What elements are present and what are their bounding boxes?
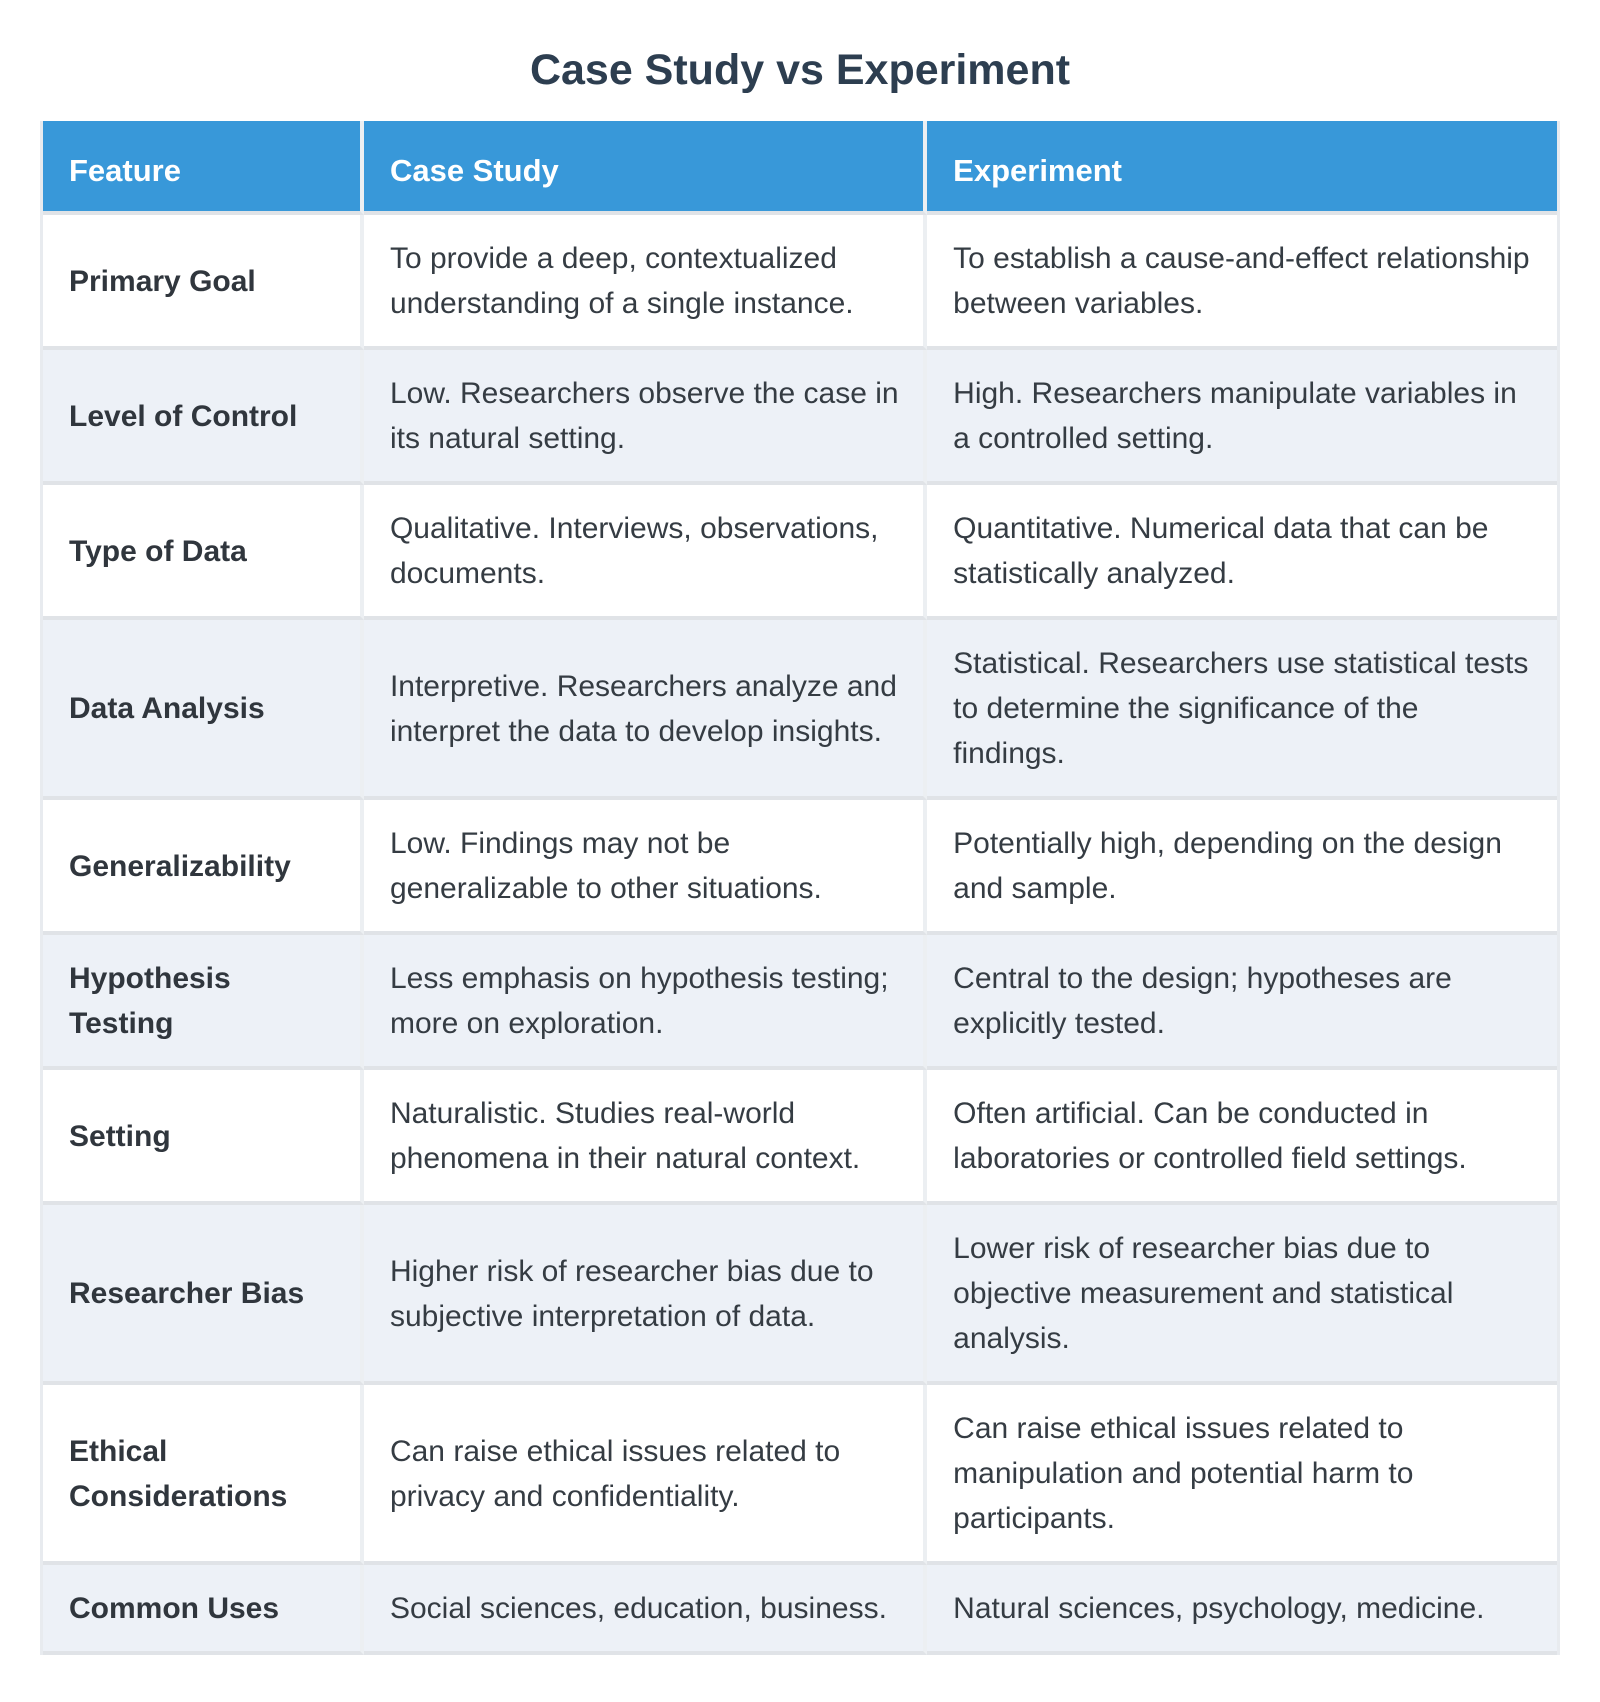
header-cell-feature: Feature [43,121,364,215]
case-study-cell: Naturalistic. Studies real-world phenome… [363,1070,928,1205]
comparison-table-container: Feature Case Study Experiment Primary Go… [40,121,1560,1655]
table-header: Feature Case Study Experiment [43,121,1557,215]
table-row: Level of Control Low. Researchers observ… [43,350,1557,485]
experiment-cell: To establish a cause-and-effect relation… [927,215,1557,350]
table-row: Researcher Bias Higher risk of researche… [43,1205,1557,1385]
case-study-cell: Qualitative. Interviews, observations, d… [363,485,928,620]
experiment-cell: Lower risk of researcher bias due to obj… [927,1205,1557,1385]
page-title: Case Study vs Experiment [529,46,1071,94]
comparison-table: Feature Case Study Experiment Primary Go… [40,121,1560,1655]
table-row: Generalizability Low. Findings may not b… [43,800,1557,935]
case-study-cell: Low. Findings may not be generalizable t… [363,800,928,935]
feature-cell: Level of Control [43,350,364,485]
table-row: Data Analysis Interpretive. Researchers … [43,620,1557,800]
table-body: Primary Goal To provide a deep, contextu… [43,215,1557,1655]
feature-cell: Setting [43,1070,364,1205]
case-study-cell: Can raise ethical issues related to priv… [363,1385,928,1565]
feature-cell: Hypothesis Testing [43,935,364,1070]
header-row: Feature Case Study Experiment [43,121,1557,215]
experiment-cell: Can raise ethical issues related to mani… [927,1385,1557,1565]
table-row: Type of Data Qualitative. Interviews, ob… [43,485,1557,620]
experiment-cell: Often artificial. Can be conducted in la… [927,1070,1557,1205]
experiment-cell: High. Researchers manipulate variables i… [927,350,1557,485]
case-study-cell: Social sciences, education, business. [363,1565,928,1655]
feature-cell: Generalizability [43,800,364,935]
case-study-cell: Low. Researchers observe the case in its… [363,350,928,485]
feature-cell: Ethical Considerations [43,1385,364,1565]
experiment-cell: Quantitative. Numerical data that can be… [927,485,1557,620]
case-study-cell: Interpretive. Researchers analyze and in… [363,620,928,800]
table-row: Hypothesis Testing Less emphasis on hypo… [43,935,1557,1070]
header-cell-case-study: Case Study [363,121,928,215]
feature-cell: Common Uses [43,1565,364,1655]
table-row: Setting Naturalistic. Studies real-world… [43,1070,1557,1205]
table-row: Primary Goal To provide a deep, contextu… [43,215,1557,350]
feature-cell: Data Analysis [43,620,364,800]
header-cell-experiment: Experiment [927,121,1557,215]
table-row: Common Uses Social sciences, education, … [43,1565,1557,1655]
feature-cell: Primary Goal [43,215,364,350]
table-row: Ethical Considerations Can raise ethical… [43,1385,1557,1565]
case-study-cell: Less emphasis on hypothesis testing; mor… [363,935,928,1070]
feature-cell: Type of Data [43,485,364,620]
experiment-cell: Natural sciences, psychology, medicine. [927,1565,1557,1655]
feature-cell: Researcher Bias [43,1205,364,1385]
experiment-cell: Statistical. Researchers use statistical… [927,620,1557,800]
experiment-cell: Potentially high, depending on the desig… [927,800,1557,935]
case-study-cell: To provide a deep, contextualized unders… [363,215,928,350]
case-study-cell: Higher risk of researcher bias due to su… [363,1205,928,1385]
experiment-cell: Central to the design; hypotheses are ex… [927,935,1557,1070]
